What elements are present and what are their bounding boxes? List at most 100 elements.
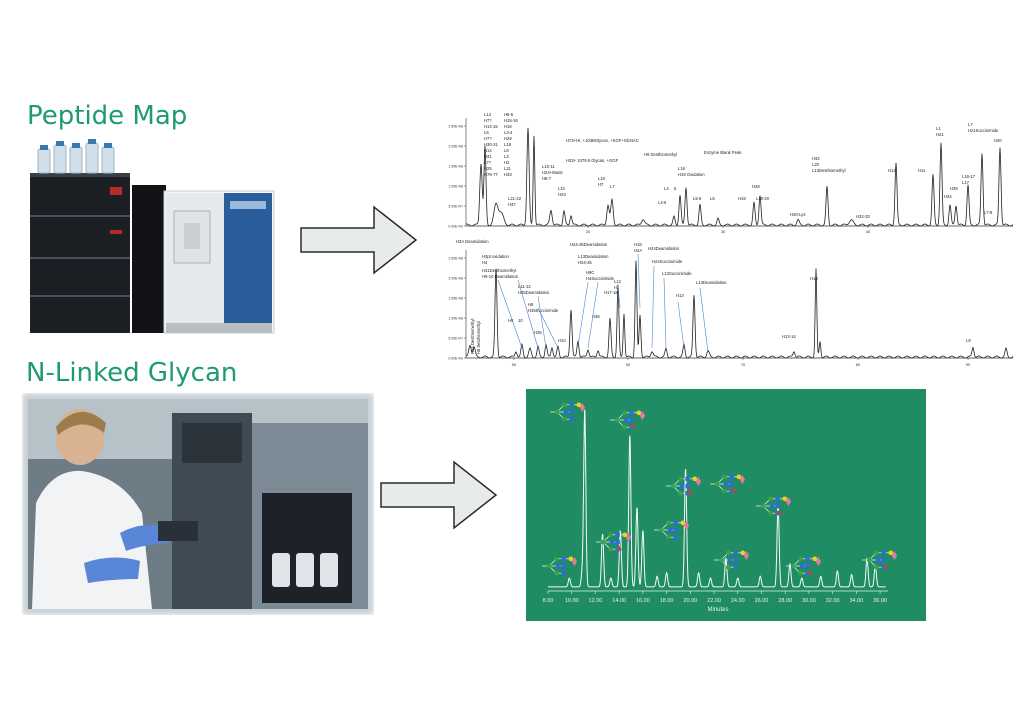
pointer-line bbox=[637, 253, 641, 309]
x-tick-label: 18.00 bbox=[660, 598, 674, 604]
peak-label: H24Succinimide bbox=[652, 259, 683, 264]
y-tick-label: 2.00E+08 bbox=[448, 145, 463, 149]
y-tick-label: 0.00E+00 bbox=[448, 225, 463, 229]
peak-label: H9 bbox=[508, 318, 514, 323]
peak-label: L13Desthiomethyl bbox=[812, 168, 846, 173]
peak-label: H34 Desthiomethyl bbox=[470, 319, 475, 354]
peak-label: H29 bbox=[504, 136, 512, 141]
peak-label: L3 bbox=[504, 154, 509, 159]
peak-label: L5-6 bbox=[693, 196, 702, 201]
peak-label: L7 bbox=[610, 184, 615, 189]
top-trace-panel: 2.50E+082.00E+081.50E+081.00E+085.00E+07… bbox=[448, 112, 1014, 234]
peak-label: H11 bbox=[918, 168, 926, 173]
arrow-to-peptide-chart bbox=[300, 205, 418, 275]
bottom-y-axis: 2.50E+082.00E+081.50E+081.00E+085.00E+07… bbox=[448, 257, 466, 361]
y-tick-label: 5.00E+07 bbox=[448, 205, 463, 209]
peak-label: H14 bbox=[484, 148, 492, 153]
peak-label: H13 bbox=[810, 276, 818, 281]
peak-label: H13-14 bbox=[782, 334, 796, 339]
x-tick-label: 16.00 bbox=[636, 598, 650, 604]
peak-label: L13Deamidation bbox=[696, 280, 727, 285]
peak-label: L1h bbox=[558, 186, 566, 191]
pointer-line bbox=[663, 277, 667, 349]
peak-label: L7-8 bbox=[984, 210, 993, 215]
peak-label: H13 bbox=[676, 293, 684, 298]
peak-label: H19 bbox=[738, 196, 746, 201]
peptide-map-chromatogram: 2.50E+08 2.00E+08 1.50E+08 1.00E+08 5.00E+07… bbox=[448, 112, 1014, 367]
peak-label: L16 bbox=[678, 166, 686, 171]
peak-label: H32-33 bbox=[856, 214, 870, 219]
x-tick-label: 70 bbox=[741, 362, 746, 367]
x-tick-label: 50 bbox=[512, 362, 517, 367]
peak-label: H6-7 bbox=[542, 176, 552, 181]
pointer-line bbox=[677, 301, 685, 349]
glycan-structure-icon bbox=[654, 520, 690, 540]
lab-scientist-image bbox=[22, 393, 374, 615]
glycan-chart-background bbox=[526, 389, 926, 621]
peak-label: H5-6 bbox=[504, 112, 514, 117]
peak-label: H15-16 bbox=[504, 118, 518, 123]
peak-label: L13Deamidation bbox=[578, 254, 609, 259]
x-tick-label: 12.00 bbox=[589, 598, 603, 604]
peak-label: H20 bbox=[994, 138, 1002, 143]
top-y-axis: 2.50E+082.00E+081.50E+081.00E+085.00E+07… bbox=[448, 125, 466, 229]
pointer-line bbox=[587, 281, 599, 349]
x-tick-label: 90 bbox=[966, 362, 971, 367]
peak-label: L9 bbox=[966, 338, 971, 343]
peak-label: H4Succinimide bbox=[586, 276, 615, 281]
peak-label: L14 bbox=[484, 112, 492, 117]
x-tick-label: 20.00 bbox=[683, 598, 697, 604]
glycan-structure-icon bbox=[714, 550, 750, 570]
peak-label: H35Deamidation bbox=[518, 290, 550, 295]
top-peak-labels: L14H7?H14-15L6H7?H30-31H14H31L7?H25H76-7… bbox=[484, 112, 1002, 219]
peptide-map-title: Peptide Map bbox=[27, 101, 188, 131]
peak-label: L10-11 bbox=[542, 164, 555, 169]
peak-label: H33 bbox=[504, 172, 512, 177]
y-tick-label: 1.00E+08 bbox=[448, 317, 463, 321]
peak-label: H31Desthiomethyl bbox=[482, 268, 516, 273]
peak-label: H1 bbox=[614, 285, 620, 290]
peak-label: H2 bbox=[504, 160, 510, 165]
peak-label: L11-12 bbox=[518, 284, 531, 289]
peak-label: H37 bbox=[508, 202, 516, 207]
peak-label: 5 bbox=[674, 186, 677, 191]
peak-label: L19-20 bbox=[756, 196, 770, 201]
x-tick-label: 28.00 bbox=[778, 598, 792, 604]
peak-label: L17 bbox=[962, 180, 970, 185]
x-tick-label: 60 bbox=[626, 362, 631, 367]
pointer-line bbox=[517, 279, 539, 349]
x-tick-label: 14.00 bbox=[612, 598, 626, 604]
x-tick-label: 32.00 bbox=[826, 598, 840, 604]
peak-label: H3A Deamidation bbox=[456, 239, 489, 244]
peak-label: H21 bbox=[936, 132, 944, 137]
peak-label: H7? bbox=[484, 118, 492, 123]
arrow-shape bbox=[300, 205, 418, 275]
peak-label: H3pt oxidation bbox=[482, 254, 509, 259]
arrow-to-glycan-chart bbox=[380, 460, 498, 530]
pointer-line bbox=[537, 295, 547, 349]
glycan-trace bbox=[548, 409, 886, 588]
x-tick-label: 24.00 bbox=[731, 598, 745, 604]
peak-label: Enzyme Blank Peak bbox=[704, 150, 742, 155]
peak-label: H16 bbox=[504, 124, 512, 129]
peak-label: H36 bbox=[592, 314, 600, 319]
pointer-line bbox=[617, 285, 621, 309]
x-tick-label: 80 bbox=[856, 362, 861, 367]
bottom-trace-panel: 2.50E+082.00E+081.50E+081.00E+085.00E+07… bbox=[448, 239, 1014, 367]
peak-label: H24-25 bbox=[578, 260, 592, 265]
peak-label: H10 bbox=[558, 338, 566, 343]
peak-label: L7 bbox=[968, 122, 973, 127]
pointer-line bbox=[651, 265, 655, 349]
peak-label: L8 bbox=[504, 148, 509, 153]
peak-label: H33+ 1079.6 Glycan, +GGF bbox=[566, 158, 619, 163]
pointer-line bbox=[699, 287, 709, 353]
y-tick-label: 1.50E+08 bbox=[448, 297, 463, 301]
y-tick-label: 2.50E+08 bbox=[448, 257, 463, 261]
y-tick-label: 1.50E+08 bbox=[448, 165, 463, 169]
glycan-structure-icon bbox=[786, 556, 822, 576]
bottom-chromatogram-trace bbox=[465, 260, 1014, 359]
peak-label: L3-4 bbox=[504, 130, 513, 135]
